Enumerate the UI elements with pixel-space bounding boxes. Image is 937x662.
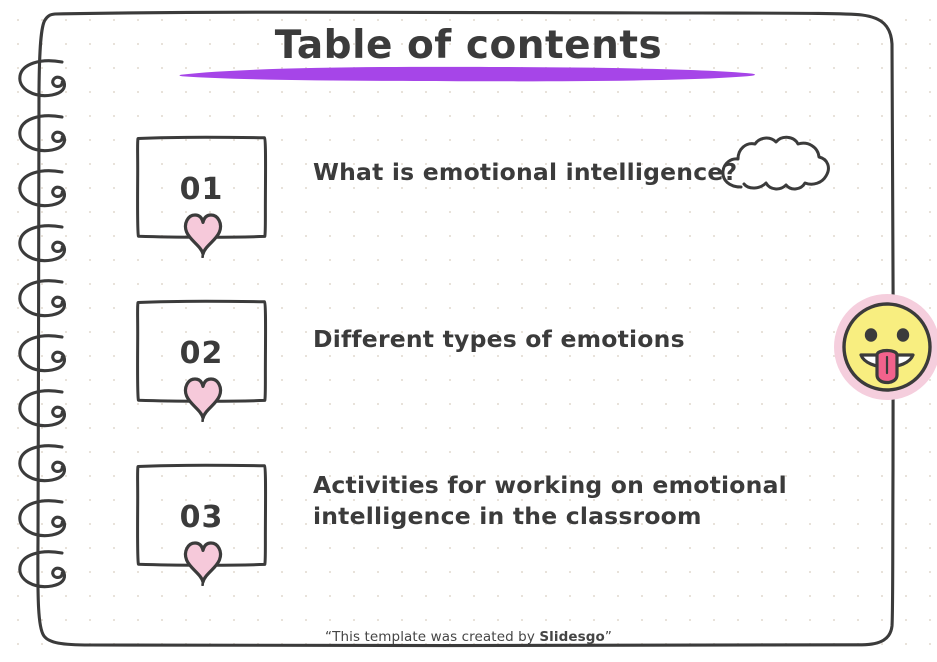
toc-item-text-line1: What is emotional intelligence? bbox=[313, 158, 738, 186]
item-number: 02 bbox=[179, 336, 224, 371]
tongue-out-emoji-icon bbox=[834, 294, 937, 400]
item-number: 03 bbox=[179, 500, 224, 535]
toc-item-text: Different types of emotions bbox=[313, 324, 873, 355]
footer-credit-prefix: “This template was created by bbox=[325, 629, 540, 645]
number-box: 02 bbox=[135, 298, 268, 422]
toc-item-text-line1: Activities for working on emotional bbox=[313, 471, 787, 499]
number-box: 01 bbox=[135, 134, 268, 258]
toc-item-text: What is emotional intelligence? bbox=[313, 157, 873, 188]
toc-item-text: Activities for working on emotional inte… bbox=[313, 470, 893, 533]
item-number: 01 bbox=[179, 172, 224, 207]
cloud-doodle-icon bbox=[721, 135, 830, 191]
number-box-outline bbox=[136, 463, 268, 567]
heart-icon bbox=[183, 377, 223, 422]
footer-credit-brand: Slidesgo bbox=[539, 629, 605, 645]
page-title-block: Table of contents bbox=[0, 23, 937, 68]
toc-item-text-line1: Different types of emotions bbox=[313, 325, 685, 353]
heart-icon bbox=[183, 213, 223, 258]
toc-item-text-line2: intelligence in the classroom bbox=[313, 502, 702, 531]
title-underline-brush bbox=[179, 66, 755, 82]
number-box: 03 bbox=[135, 462, 268, 586]
number-box-outline bbox=[136, 299, 268, 403]
heart-icon bbox=[183, 541, 223, 586]
footer-credit: “This template was created by Slidesgo” bbox=[0, 629, 937, 645]
number-box-outline bbox=[136, 135, 268, 239]
footer-credit-suffix: ” bbox=[604, 629, 612, 645]
page-title: Table of contents bbox=[274, 23, 663, 68]
spiral-binding-icon bbox=[18, 59, 67, 589]
